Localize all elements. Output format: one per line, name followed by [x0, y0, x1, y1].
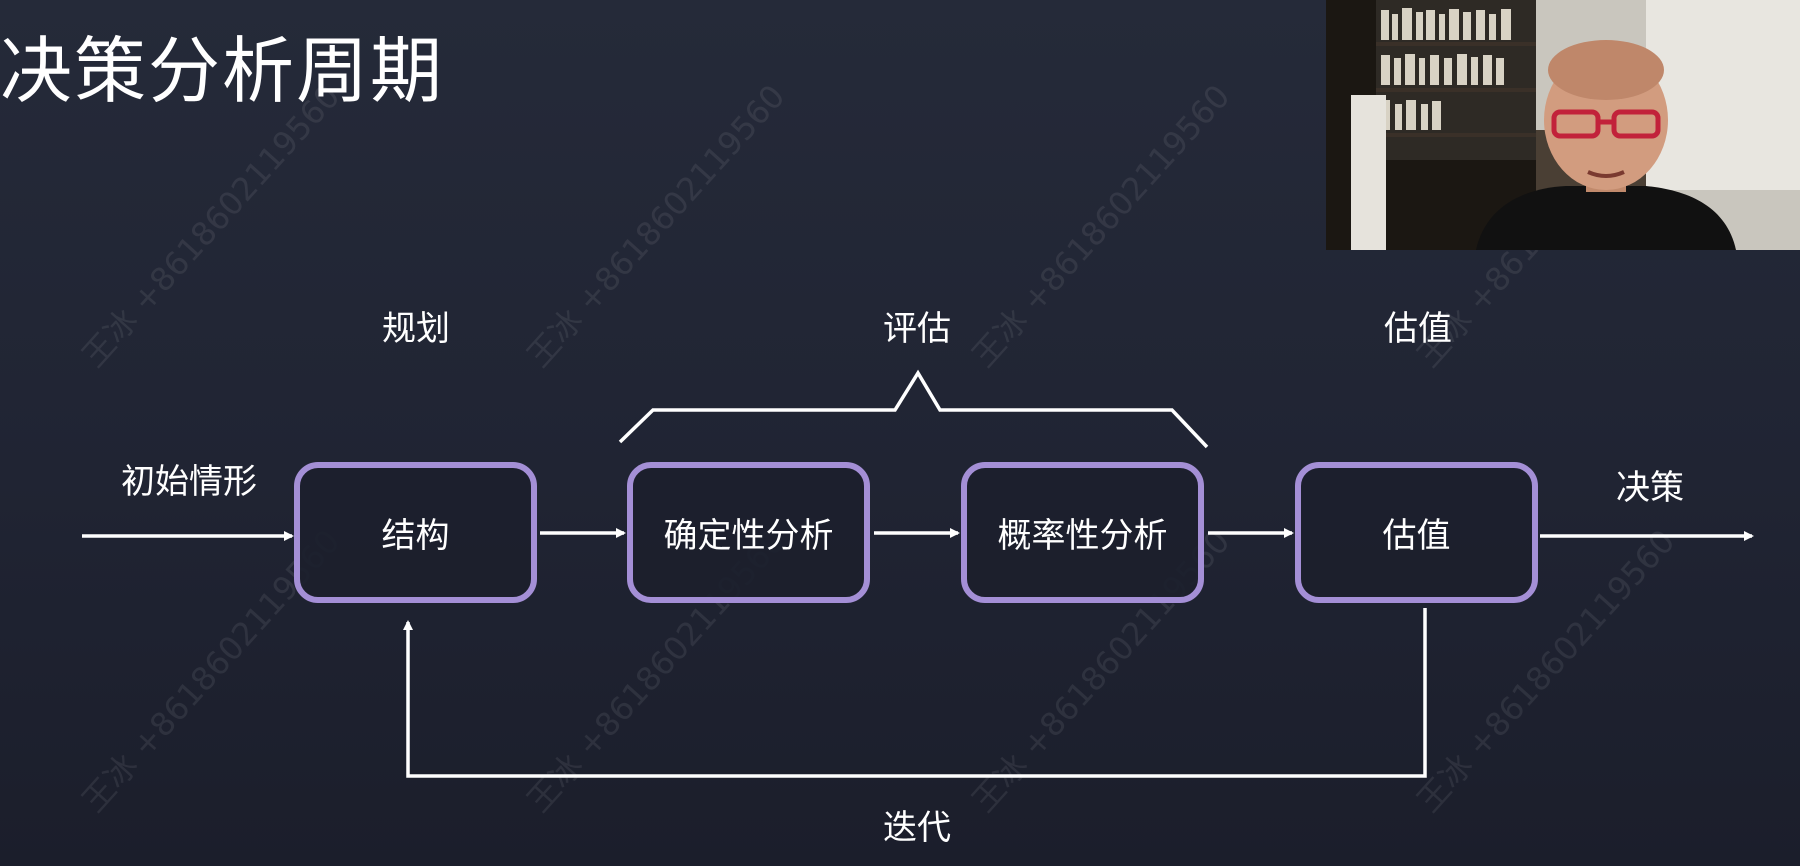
node-label: 结构: [381, 516, 450, 556]
node-structure: 结构: [294, 462, 537, 603]
output-label: 决策: [1616, 468, 1684, 508]
node-valuation: 估值: [1295, 462, 1538, 603]
phase-label-evaluation: 评估: [883, 309, 951, 349]
node-label: 确定性分析: [663, 516, 834, 556]
presenter-video: [1326, 0, 1800, 250]
node-deterministic-analysis: 确定性分析: [627, 462, 870, 603]
presenter-video-icon: [1326, 0, 1800, 250]
node-probabilistic-analysis: 概率性分析: [961, 462, 1204, 603]
slide-title: 决策分析周期: [0, 29, 445, 113]
phase-label-valuation: 估值: [1384, 309, 1452, 349]
feedback-loop: [403, 608, 1427, 778]
node-label: 概率性分析: [997, 516, 1168, 556]
phase-label-planning: 规划: [382, 309, 450, 349]
iterate-label: 迭代: [883, 808, 951, 848]
node-label: 估值: [1382, 516, 1451, 556]
input-label: 初始情形: [121, 462, 257, 502]
evaluation-brace: [618, 369, 1209, 449]
